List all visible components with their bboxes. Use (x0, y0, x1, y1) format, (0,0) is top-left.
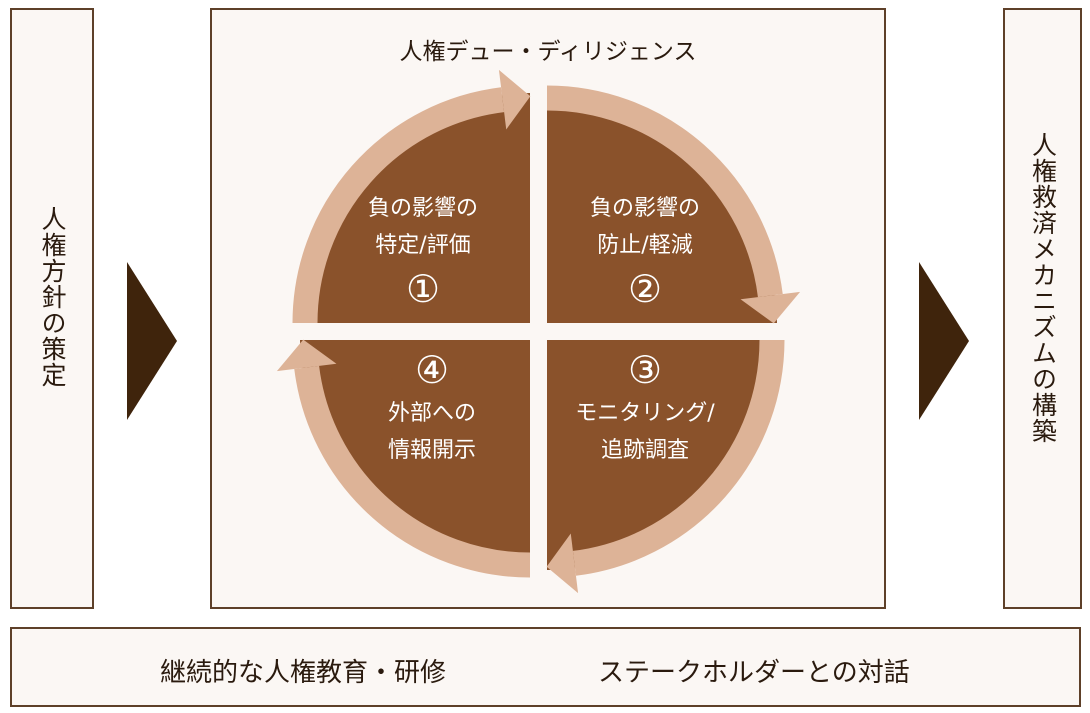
cycle-arrowhead-icon (546, 533, 579, 594)
cycle-arrowhead-icon (740, 291, 801, 324)
bottom-box (10, 627, 1081, 707)
step-1-line2: 特定/評価 (375, 233, 471, 258)
quadrant-step-3 (547, 340, 777, 570)
step-3-label: ③ モニタリング/ 追跡調査 (545, 345, 745, 469)
step-1-label: 負の影響の 特定/評価 ① (323, 190, 523, 314)
step-3-line2: 追跡調査 (600, 438, 689, 463)
quadrant-step-2 (547, 93, 777, 323)
step-1-line1: 負の影響の (367, 196, 478, 221)
step-3-line1: モニタリング/ (575, 401, 715, 426)
step-1-number: ① (405, 267, 441, 311)
step-4-number: ④ (414, 348, 450, 392)
step-3-number: ③ (627, 348, 663, 392)
education-training-label: 継続的な人権教育・研修 (160, 658, 447, 688)
right-box-remedy-mechanism: 人権救済メカニズムの構築 (1003, 8, 1082, 609)
step-2-label: 負の影響の 防止/軽減 ② (545, 190, 745, 314)
remedy-mechanism-label: 人権救済メカニズムの構築 (1028, 132, 1058, 444)
quadrant-step-4 (300, 340, 530, 570)
step-4-label: ④ 外部への 情報開示 (332, 345, 532, 469)
step-4-line2: 情報開示 (387, 438, 476, 463)
cycle-arc-3 (572, 339, 785, 576)
cycle-arc-4 (294, 365, 531, 578)
arrow-right-icon (919, 262, 969, 420)
due-diligence-title: 人権デュー・ディリジェンス (399, 39, 697, 65)
quadrant-step-1 (300, 93, 530, 323)
human-rights-policy-label: 人権方針の策定 (38, 206, 67, 388)
stakeholder-dialogue-label: ステークホルダーとの対話 (598, 658, 910, 688)
left-box-human-rights-policy: 人権方針の策定 (10, 8, 94, 609)
step-2-line1: 負の影響の (589, 196, 700, 221)
step-4-line1: 外部への (387, 401, 476, 426)
step-2-line2: 防止/軽減 (597, 233, 693, 258)
cycle-arrowhead-icon (276, 339, 337, 372)
cycle-arrowhead-icon (498, 69, 531, 130)
arrow-right-icon (127, 262, 177, 420)
cycle-arc-2 (546, 85, 783, 298)
step-2-number: ② (627, 267, 663, 311)
cycle-arc-1 (292, 87, 505, 324)
